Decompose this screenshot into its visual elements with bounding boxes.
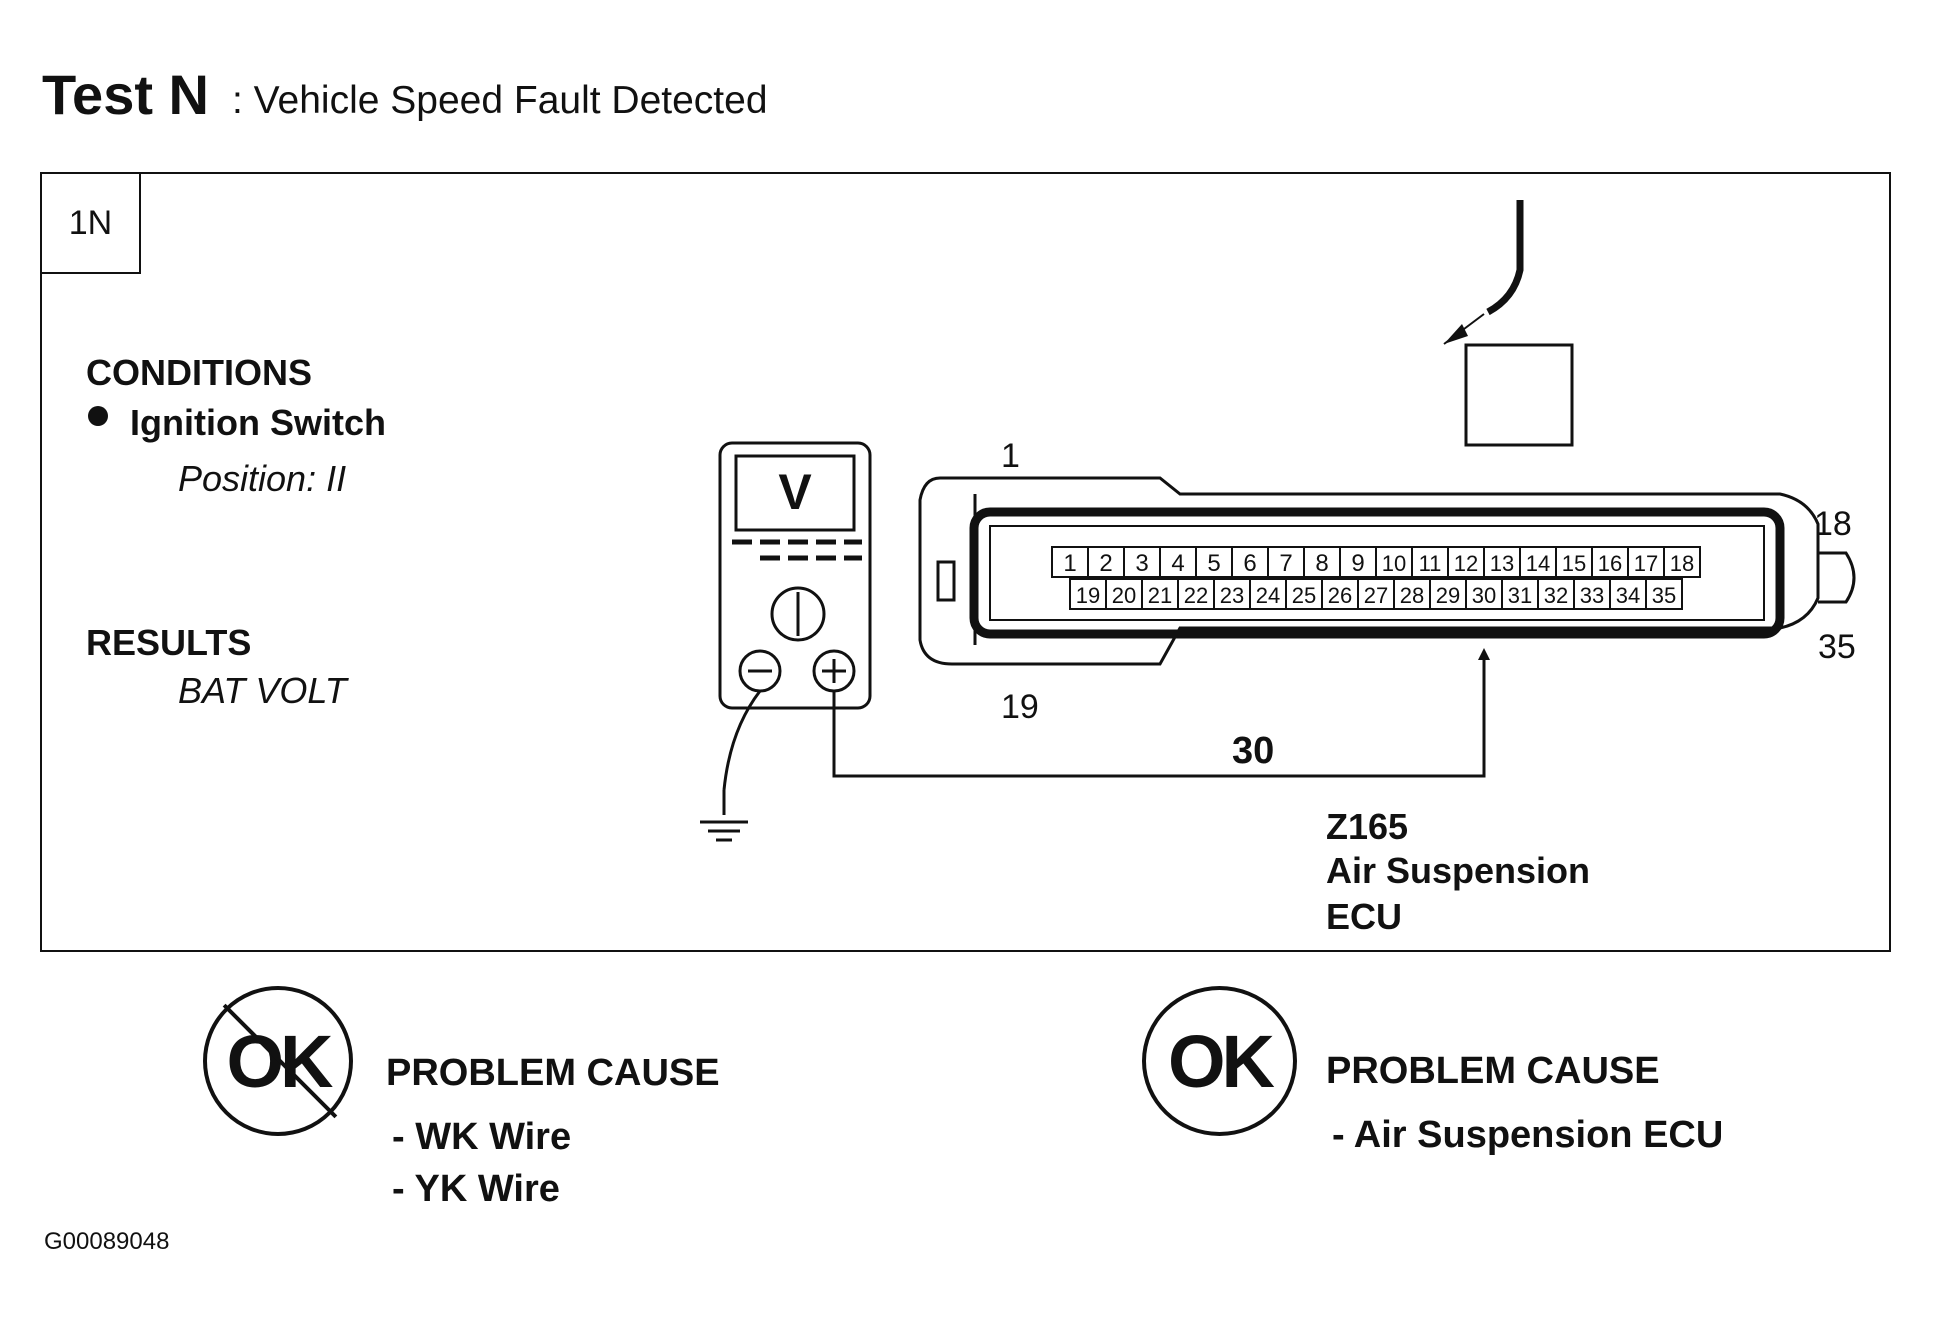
sensor-lead bbox=[1486, 200, 1524, 316]
test-panel bbox=[40, 172, 1891, 952]
connector-face bbox=[989, 525, 1765, 621]
pin-label-19: 19 bbox=[1001, 688, 1039, 726]
pin-bottom-number: 31 bbox=[1508, 583, 1532, 608]
pin-bottom-number: 30 bbox=[1472, 583, 1496, 608]
conditions-item: Ignition Switch bbox=[130, 402, 386, 443]
figure-code: G00089048 bbox=[44, 1228, 170, 1255]
connector-latch-left bbox=[936, 560, 956, 602]
pin-top-number: 3 bbox=[1135, 550, 1148, 577]
probe-lead bbox=[832, 655, 1486, 778]
pin-bottom-number: 19 bbox=[1076, 583, 1100, 608]
pin-bottom-number: 26 bbox=[1328, 583, 1352, 608]
pin-bottom-number: 23 bbox=[1220, 583, 1244, 608]
ok-heading: PROBLEM CAUSE bbox=[1326, 1050, 1660, 1092]
not-ok-symbol-icon: OK bbox=[203, 986, 353, 1136]
pin-bottom-number: 21 bbox=[1148, 583, 1172, 608]
pin-bottom-cell bbox=[1645, 578, 1683, 610]
pin-top-number: 13 bbox=[1490, 551, 1514, 576]
probe-pin-label: 30 bbox=[1232, 730, 1275, 772]
pin-bottom-number: 28 bbox=[1400, 583, 1424, 608]
pin-bottom-number: 25 bbox=[1292, 583, 1316, 608]
pin-top-number: 5 bbox=[1207, 550, 1220, 577]
pin-top-number: 6 bbox=[1243, 550, 1256, 577]
test-subtitle: : Vehicle Speed Fault Detected bbox=[232, 79, 768, 122]
pin-top-number: 7 bbox=[1279, 550, 1292, 577]
meter-display: V bbox=[778, 464, 812, 520]
pin-bottom-number: 24 bbox=[1256, 583, 1280, 608]
sensor-box bbox=[1464, 343, 1574, 447]
pin-top-number: 15 bbox=[1562, 551, 1586, 576]
pin-bottom-number: 35 bbox=[1652, 583, 1676, 608]
pin-bottom-number: 34 bbox=[1616, 583, 1640, 608]
pin-top-number: 18 bbox=[1670, 551, 1694, 576]
not-ok-cause-2: - YK Wire bbox=[392, 1168, 560, 1210]
pin-bottom-number: 32 bbox=[1544, 583, 1568, 608]
bullet-icon bbox=[88, 406, 108, 426]
pin-bottom-number: 33 bbox=[1580, 583, 1604, 608]
pin-bottom-number: 27 bbox=[1364, 583, 1388, 608]
not-ok-heading: PROBLEM CAUSE bbox=[386, 1052, 720, 1094]
pin-label-18: 18 bbox=[1814, 505, 1852, 543]
pin-top-number: 9 bbox=[1351, 550, 1364, 577]
pin-top-number: 2 bbox=[1099, 550, 1112, 577]
test-title: Test N bbox=[42, 63, 209, 126]
pin-label-35: 35 bbox=[1818, 628, 1856, 666]
pin-bottom-number: 29 bbox=[1436, 583, 1460, 608]
results-heading: RESULTS bbox=[86, 622, 252, 663]
step-label-box: 1N bbox=[40, 172, 141, 274]
pin-top-number: 8 bbox=[1315, 550, 1328, 577]
pin-top-number: 4 bbox=[1171, 550, 1184, 577]
selector-dial-icon bbox=[770, 586, 826, 642]
pin-top-number: 16 bbox=[1598, 551, 1622, 576]
pin-top-number: 14 bbox=[1526, 551, 1550, 576]
pin-bottom-number: 22 bbox=[1184, 583, 1208, 608]
ok-text: OK bbox=[1168, 1019, 1275, 1103]
pin-top-number: 10 bbox=[1382, 551, 1406, 576]
ecu-name-line1: Air Suspension bbox=[1326, 850, 1591, 891]
pin-top-number: 11 bbox=[1419, 551, 1442, 576]
connector-latch-right bbox=[1818, 551, 1856, 604]
not-ok-cause-1: - WK Wire bbox=[392, 1116, 572, 1158]
ecu-name-line2: ECU bbox=[1326, 896, 1403, 937]
results-value: BAT VOLT bbox=[178, 670, 347, 711]
ok-symbol-icon: OK bbox=[1142, 986, 1297, 1136]
pin-label-1: 1 bbox=[1001, 437, 1020, 475]
ground-lead bbox=[722, 690, 762, 791]
multimeter bbox=[718, 441, 872, 710]
pin-top-number: 17 bbox=[1634, 551, 1658, 576]
pin-top-number: 12 bbox=[1454, 551, 1478, 576]
ground-icon bbox=[700, 820, 748, 842]
ecu-ref: Z165 bbox=[1326, 806, 1409, 847]
conditions-heading: CONDITIONS bbox=[86, 352, 313, 393]
meter-scale-marks bbox=[732, 539, 862, 561]
pin-top-number: 1 bbox=[1063, 550, 1076, 577]
ok-cause-1: - Air Suspension ECU bbox=[1332, 1114, 1724, 1156]
connector-seal bbox=[969, 507, 1785, 639]
conditions-detail: Position: II bbox=[178, 458, 347, 499]
pin-bottom-number: 20 bbox=[1112, 583, 1136, 608]
pin-top-cell bbox=[1663, 546, 1701, 578]
step-label: 1N bbox=[68, 203, 113, 242]
